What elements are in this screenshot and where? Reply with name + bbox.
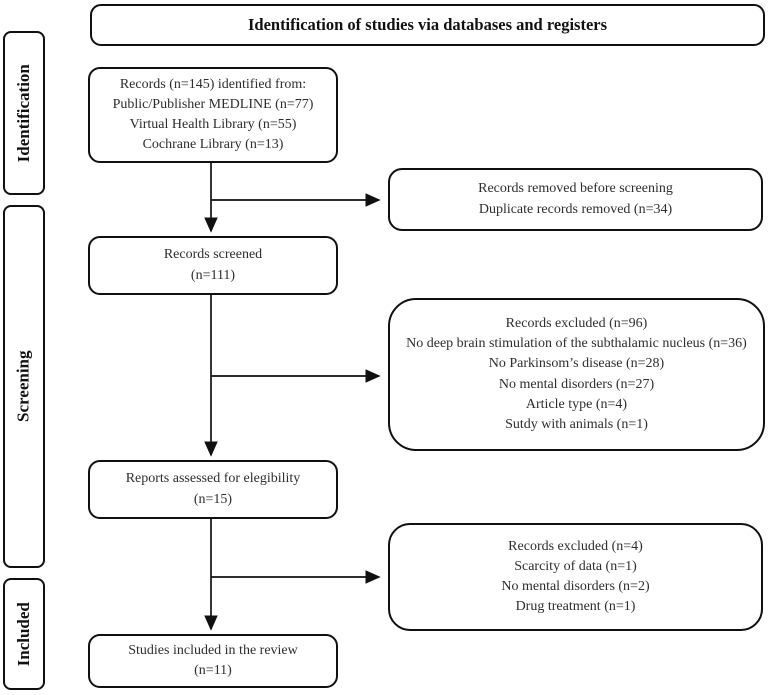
text-line: Studies included in the review xyxy=(128,642,298,658)
text-line: Virtual Health Library (n=55) xyxy=(129,117,297,132)
stage-label-included-text: Included xyxy=(13,601,33,667)
text-line: Drug treatment (n=1) xyxy=(515,599,636,615)
text-line: Duplicate records removed (n=34) xyxy=(478,201,673,217)
stage-label-screening-text: Screening xyxy=(13,350,33,423)
text-line: Public/Publisher MEDLINE (n=77) xyxy=(112,96,314,112)
text-line: (n=15) xyxy=(193,491,233,507)
records-excluded-eligibility-box: Records excluded (n=4) Scarcity of data … xyxy=(388,523,763,631)
text-line: No mental disorders (n=27) xyxy=(498,376,655,392)
text-line: Records excluded (n=96) xyxy=(505,316,648,332)
text-line: Records (n=145) identified from: xyxy=(119,76,307,92)
box-text: Records excluded (n=96) No deep brain st… xyxy=(406,314,747,435)
studies-included-box: Studies included in the review (n=11) xyxy=(88,634,338,688)
text-line: No Parkinsom’s disease (n=28) xyxy=(488,356,665,372)
reports-assessed-box: Reports assessed for elegibility (n=15) xyxy=(88,460,338,519)
text-line: Records removed before screening xyxy=(478,181,673,197)
text-line: Records screened xyxy=(163,247,263,263)
text-line: No mental disorders (n=2) xyxy=(501,579,650,594)
text-line: (n=11) xyxy=(194,663,232,678)
stage-label-identification: Identification xyxy=(3,31,45,195)
diagram-title: Identification of studies via databases … xyxy=(247,15,608,35)
records-removed-box: Records removed before screening Duplica… xyxy=(388,168,763,231)
text-line: No deep brain stimulation of the subthal… xyxy=(406,336,747,352)
box-text: Records (n=145) identified from: Public/… xyxy=(113,75,314,156)
text-line: Reports assessed for elegibility xyxy=(125,471,301,487)
text-line: Article type (n=4) xyxy=(525,396,628,412)
box-text: Records excluded (n=4) Scarcity of data … xyxy=(501,537,649,618)
stage-label-identification-text: Identification xyxy=(13,63,33,163)
records-excluded-screening-box: Records excluded (n=96) No deep brain st… xyxy=(388,298,765,451)
stage-label-included: Included xyxy=(3,578,45,690)
text-line: Records excluded (n=4) xyxy=(508,538,643,554)
title-box: Identification of studies via databases … xyxy=(90,4,765,46)
text-line: Scarcity of data (n=1) xyxy=(514,558,637,574)
box-text: Records removed before screening Duplica… xyxy=(478,179,673,219)
box-text: Studies included in the review (n=11) xyxy=(128,641,298,681)
text-line: Sutdy with animals (n=1) xyxy=(505,416,648,432)
text-line: (n=111) xyxy=(190,267,236,283)
records-identified-box: Records (n=145) identified from: Public/… xyxy=(88,67,338,163)
text-line: Cochrane Library (n=13) xyxy=(142,137,284,153)
stage-label-screening: Screening xyxy=(3,205,45,568)
records-screened-box: Records screened (n=111) xyxy=(88,236,338,295)
box-text: Reports assessed for elegibility (n=15) xyxy=(126,469,301,509)
box-text: Records screened (n=111) xyxy=(164,245,262,285)
